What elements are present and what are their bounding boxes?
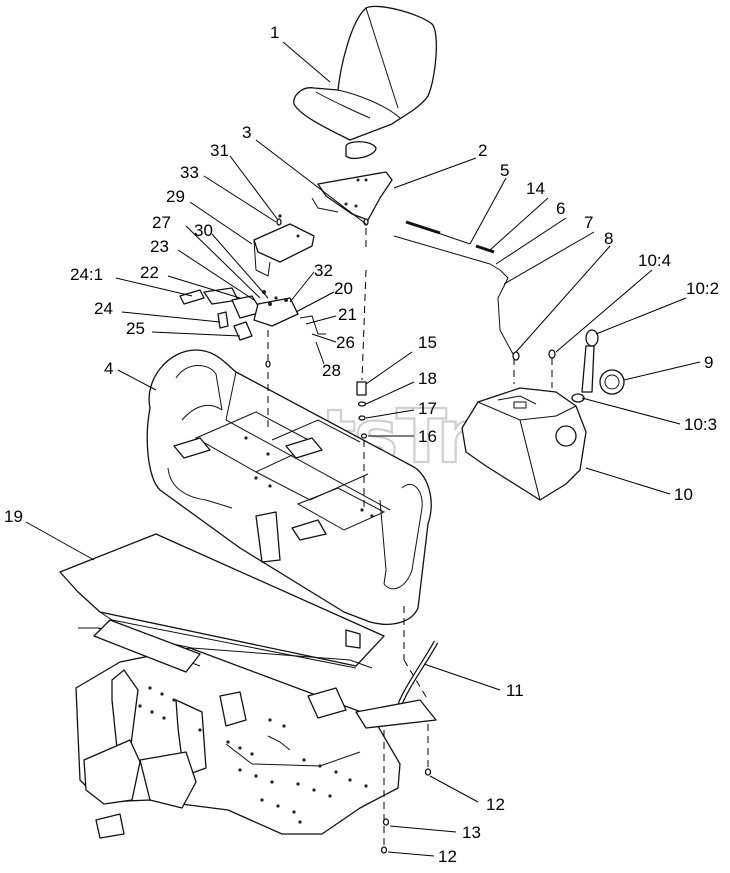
callout-4: 4 bbox=[104, 359, 113, 378]
leader-lines bbox=[25, 41, 701, 857]
bottom-hardware-part bbox=[380, 768, 432, 854]
callout-29: 29 bbox=[166, 187, 185, 206]
callout-22: 22 bbox=[140, 263, 159, 282]
callout-24-1: 24:1 bbox=[70, 265, 103, 284]
frame-part bbox=[75, 619, 401, 839]
callout-10: 10 bbox=[674, 485, 693, 504]
callout-33: 33 bbox=[180, 163, 199, 182]
callout-12-lower: 12 bbox=[438, 847, 457, 866]
callout-27: 27 bbox=[152, 213, 171, 232]
callout-26: 26 bbox=[336, 333, 355, 352]
callout-labels: 1 2 3 4 5 6 7 8 9 10 10:2 10:3 10:4 11 1… bbox=[4, 23, 719, 866]
assembly-lines bbox=[267, 228, 553, 846]
controls-assembly-part bbox=[179, 214, 326, 341]
callout-30: 30 bbox=[194, 221, 213, 240]
callout-18: 18 bbox=[418, 369, 437, 388]
callout-11: 11 bbox=[506, 681, 524, 700]
callout-1: 1 bbox=[270, 23, 279, 42]
callout-10-3: 10:3 bbox=[684, 415, 717, 434]
fuel-tank-part bbox=[461, 387, 587, 501]
callout-25: 25 bbox=[126, 319, 145, 338]
callout-23: 23 bbox=[150, 237, 169, 256]
callout-20: 20 bbox=[334, 279, 353, 298]
floor-mat-part bbox=[59, 533, 385, 669]
callout-24: 24 bbox=[94, 299, 113, 318]
callout-2: 2 bbox=[478, 141, 487, 160]
callout-7: 7 bbox=[584, 213, 593, 232]
callout-9: 9 bbox=[704, 353, 713, 372]
callout-5: 5 bbox=[500, 161, 509, 180]
callout-19: 19 bbox=[4, 507, 23, 526]
callout-14: 14 bbox=[526, 179, 545, 198]
callout-6: 6 bbox=[556, 199, 565, 218]
callout-10-2: 10:2 bbox=[686, 279, 719, 298]
callout-10-4: 10:4 bbox=[638, 251, 671, 270]
callout-21: 21 bbox=[338, 305, 357, 324]
callout-32: 32 bbox=[314, 261, 333, 280]
seat-part bbox=[293, 5, 437, 160]
callout-12-upper: 12 bbox=[486, 795, 505, 814]
control-bracket-part bbox=[253, 223, 315, 277]
seat-plate-part bbox=[311, 171, 393, 221]
fuel-line-part bbox=[355, 640, 439, 729]
callout-31: 31 bbox=[210, 141, 229, 160]
callout-13: 13 bbox=[462, 823, 481, 842]
callout-3: 3 bbox=[242, 123, 251, 142]
callout-15: 15 bbox=[418, 333, 437, 352]
callout-16: 16 bbox=[418, 427, 437, 446]
callout-17: 17 bbox=[418, 399, 437, 418]
fuel-cap-parts bbox=[512, 329, 625, 403]
cable-rods-part bbox=[393, 220, 515, 357]
seat-box-part bbox=[146, 349, 432, 625]
callout-8: 8 bbox=[604, 229, 613, 248]
callout-28: 28 bbox=[322, 361, 341, 380]
